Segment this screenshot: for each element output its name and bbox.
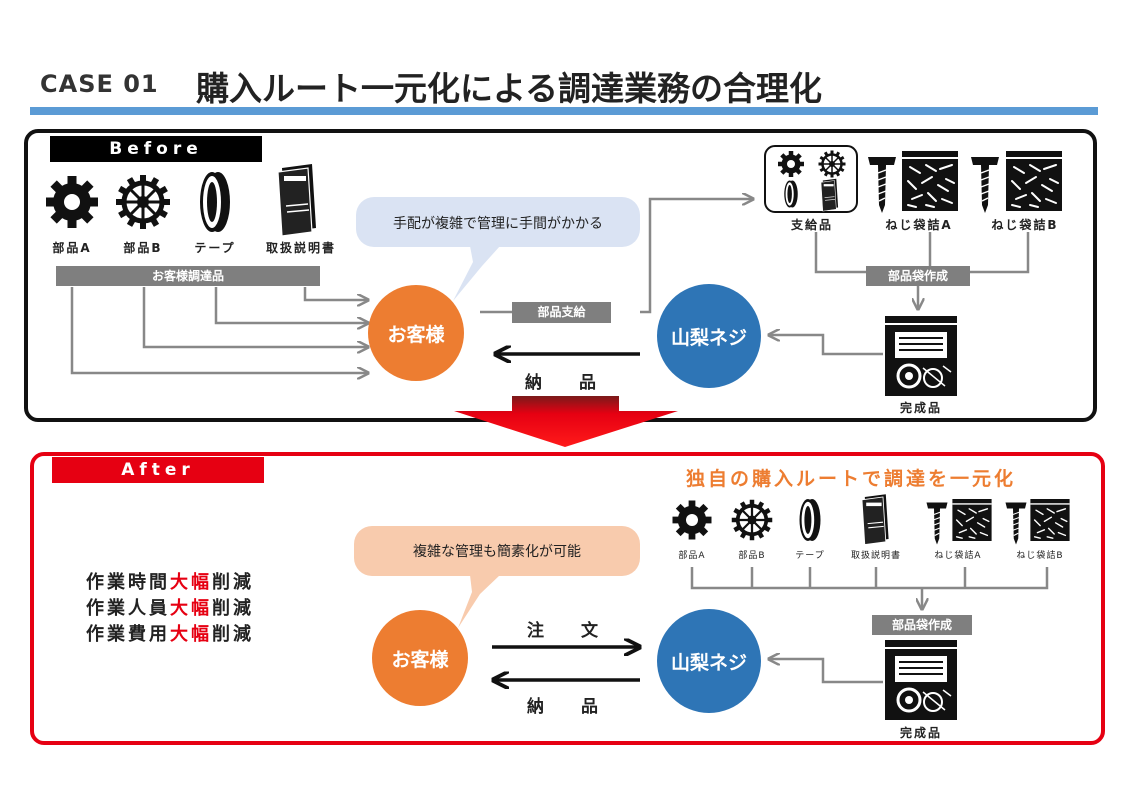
supplied-items-label: 支給品 <box>790 218 833 232</box>
manual-icon <box>277 163 317 237</box>
after-speech-bubble <box>354 526 640 576</box>
manual-label: 取扱説明書 <box>265 241 336 255</box>
after-delivery-label: 納 品 <box>527 697 608 717</box>
after-screw-bag-b-label: ねじ袋詰B <box>1016 551 1064 561</box>
part-a-label: 部品A <box>52 241 92 255</box>
after-bag-making-bar: 部品袋作成 <box>872 615 972 635</box>
gear-icon <box>46 176 98 228</box>
screw-bag-icon <box>1005 150 1063 212</box>
after-heading: 独自の購入ルートで調達を一元化 <box>686 468 1017 490</box>
screw-bag-icon <box>901 150 959 212</box>
bag-making-bar: 部品袋作成 <box>866 266 970 286</box>
before-tag: Before <box>50 136 262 162</box>
after-finished-label: 完成品 <box>899 726 942 740</box>
before-speech-bubble <box>356 197 640 247</box>
gear-icon <box>672 500 712 540</box>
before-delivery-label: 納 品 <box>525 373 606 393</box>
wheel-gear-icon <box>729 497 775 543</box>
after-manual-label: 取扱説明書 <box>850 551 901 561</box>
after-tape-label: テープ <box>795 551 825 561</box>
reduction-row: 作業時間大幅削減 <box>86 572 254 593</box>
screw-bag-icon <box>1029 498 1071 542</box>
reduction-row: 作業人員大幅削減 <box>86 598 254 619</box>
after-panel <box>30 452 1105 745</box>
customer-circle: お客様 <box>368 285 464 381</box>
page-title: 購入ルート一元化による調達業務の合理化 <box>196 69 823 108</box>
finished-label: 完成品 <box>899 401 942 415</box>
after-screw-bag-a-label: ねじ袋詰A <box>934 551 982 561</box>
after-customer-circle: お客様 <box>372 610 468 706</box>
transition-arrow <box>454 396 678 447</box>
part-b-label: 部品B <box>123 241 163 255</box>
after-bubble-text: 複雑な管理も簡素化が可能 <box>413 544 581 560</box>
finished-bag-icon <box>883 638 959 722</box>
case-label: CASE 01 <box>40 70 159 98</box>
manual-icon <box>820 178 839 212</box>
tape-icon <box>799 499 821 541</box>
finished-bag-icon <box>883 314 959 398</box>
tape-icon <box>784 180 798 208</box>
tape-label: テープ <box>194 241 236 255</box>
gear-icon <box>778 151 804 177</box>
screw-icon <box>970 156 1000 214</box>
after-tag: After <box>52 457 264 483</box>
screw-bag-b-label: ねじ袋詰B <box>991 218 1059 232</box>
after-part-a-label: 部品A <box>678 551 706 561</box>
manual-icon <box>861 493 890 546</box>
screw-bag-icon <box>951 498 993 542</box>
reduction-row: 作業費用大幅削減 <box>86 624 254 645</box>
company-circle: 山梨ネジ <box>657 284 761 388</box>
screw-icon <box>867 156 897 214</box>
customer-parts-bar: お客様調達品 <box>56 266 320 286</box>
supplied-items-box <box>764 145 858 213</box>
title-underline <box>30 107 1098 115</box>
screw-icon <box>925 501 949 546</box>
order-label: 注 文 <box>527 621 608 641</box>
before-bubble-text: 手配が複雑で管理に手間がかかる <box>393 216 603 232</box>
after-part-b-label: 部品B <box>738 551 766 561</box>
supply-bar: 部品支給 <box>512 302 611 323</box>
wheel-gear-icon <box>116 175 170 229</box>
after-company-circle: 山梨ネジ <box>657 609 761 713</box>
screw-bag-a-label: ねじ袋詰A <box>885 218 953 232</box>
tape-icon <box>200 172 230 232</box>
screw-icon <box>1004 501 1028 546</box>
